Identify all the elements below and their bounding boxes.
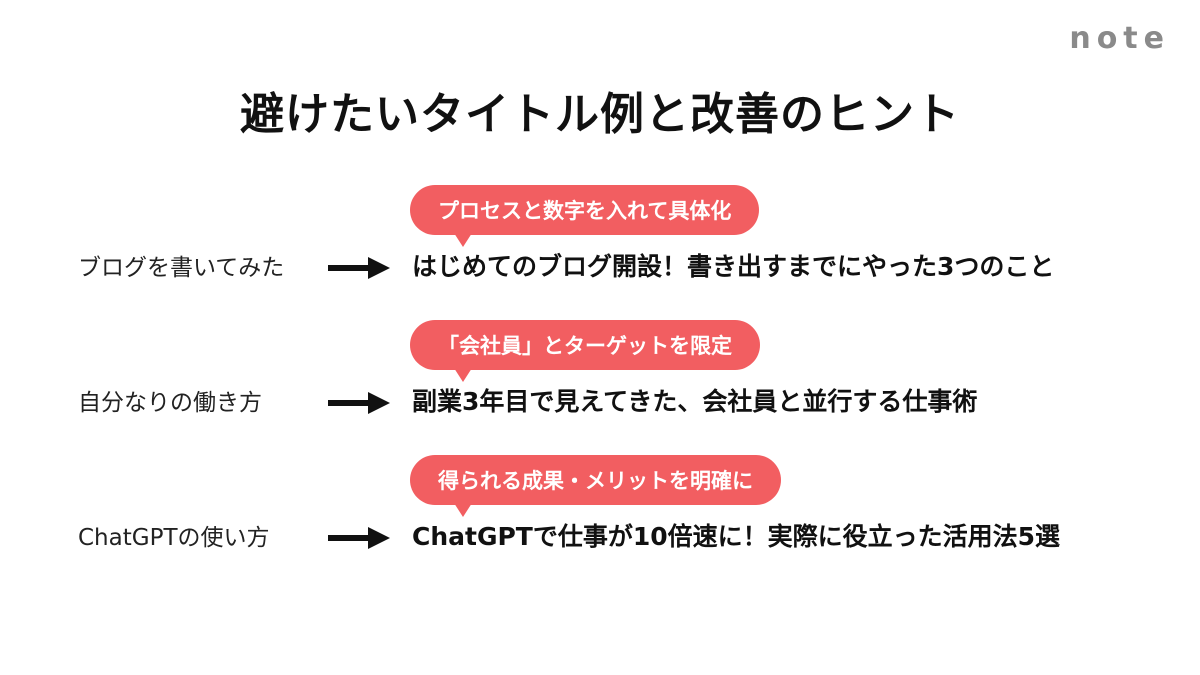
title-example-row: 「会社員」とターゲットを限定 自分なりの働き方 副業3年目で見えてきた、会社員と… [0, 320, 1200, 480]
right-arrow-icon [328, 527, 390, 549]
right-arrow-icon [328, 257, 390, 279]
bubble-tail [454, 233, 472, 247]
title-example-row: プロセスと数字を入れて具体化 ブログを書いてみた はじめてのブログ開設！書き出す… [0, 185, 1200, 345]
hint-text: プロセスと数字を入れて具体化 [438, 199, 732, 223]
improved-title: 副業3年目で見えてきた、会社員と並行する仕事術 [412, 387, 978, 416]
page-title: 避けたいタイトル例と改善のヒント [240, 89, 960, 140]
hint-text: 「会社員」とターゲットを限定 [438, 334, 732, 358]
improvement-hint-bubble: 得られる成果・メリットを明確に [410, 455, 781, 517]
improved-title: ChatGPTで仕事が10倍速に！実際に役立った活用法5選 [412, 522, 1061, 551]
title-example-row: 得られる成果・メリットを明確に ChatGPTの使い方 ChatGPTで仕事が1… [0, 455, 1200, 615]
improvement-hint-bubble: プロセスと数字を入れて具体化 [410, 185, 760, 247]
right-arrow-icon [328, 392, 390, 414]
bubble-tail [454, 503, 472, 517]
title-to-avoid: ブログを書いてみた [78, 255, 285, 281]
improved-title: はじめてのブログ開設！書き出すまでにやった3つのこと [412, 252, 1055, 281]
improvement-hint-bubble: 「会社員」とターゲットを限定 [410, 320, 760, 382]
title-to-avoid: ChatGPTの使い方 [78, 525, 270, 551]
note-logo-text: note [1069, 21, 1170, 56]
note-logo: note [1069, 24, 1170, 54]
hint-text: 得られる成果・メリットを明確に [438, 469, 753, 493]
bubble-tail [454, 368, 472, 382]
title-to-avoid: 自分なりの働き方 [78, 390, 262, 416]
